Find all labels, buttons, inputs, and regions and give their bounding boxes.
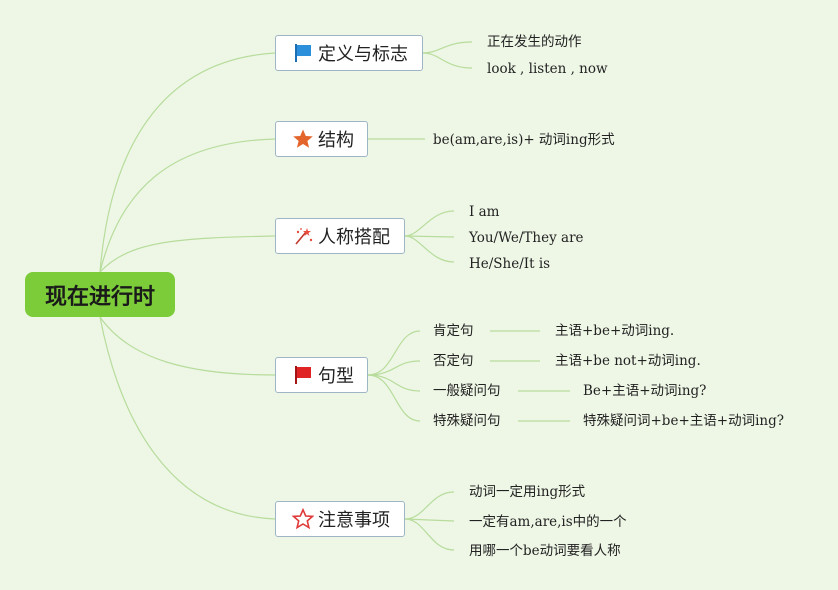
branch-notes[interactable]: 注意事项 — [275, 501, 405, 537]
red-flag-icon — [292, 364, 314, 386]
sentence-type-negative: 否定句 — [433, 353, 474, 369]
leaf-structure-1: be(am,are,is)+ 动词ing形式 — [433, 132, 615, 148]
branch-label: 定义与标志 — [318, 44, 408, 65]
leaf-definition-2: look , listen , now — [487, 61, 608, 77]
sentence-pattern-yes-no-question: Be+主语+动词ing? — [583, 383, 707, 399]
sentence-type-affirmative: 肯定句 — [433, 323, 474, 339]
branch-label: 句型 — [318, 366, 354, 387]
orange-star-icon — [292, 128, 314, 150]
branch-structure[interactable]: 结构 — [275, 121, 368, 157]
star-outline-icon — [292, 508, 314, 530]
sparkles-icon — [292, 225, 314, 247]
leaf-person-2: You/We/They are — [469, 230, 584, 246]
branch-label: 人称搭配 — [318, 227, 390, 248]
blue-flag-icon — [292, 42, 314, 64]
sentence-pattern-wh-question: 特殊疑问词+be+主语+动词ing? — [583, 413, 784, 429]
sentence-type-yes-no-question: 一般疑问句 — [433, 383, 501, 399]
sentence-pattern-negative: 主语+be not+动词ing. — [555, 353, 701, 369]
leaf-person-3: He/She/It is — [469, 256, 551, 272]
leaf-notes-2: 一定有am,are,is中的一个 — [469, 514, 627, 530]
leaf-notes-3: 用哪一个be动词要看人称 — [469, 543, 621, 559]
branch-label: 结构 — [318, 130, 354, 151]
root-topic[interactable]: 现在进行时 — [25, 272, 175, 317]
leaf-notes-1: 动词一定用ing形式 — [469, 484, 586, 500]
leaf-person-1: I am — [469, 204, 500, 220]
branch-definition[interactable]: 定义与标志 — [275, 35, 423, 71]
root-topic-label: 现在进行时 — [44, 284, 155, 310]
sentence-pattern-affirmative: 主语+be+动词ing. — [555, 323, 675, 339]
sentence-type-wh-question: 特殊疑问句 — [433, 413, 501, 429]
leaf-definition-1: 正在发生的动作 — [487, 34, 582, 50]
branch-label: 注意事项 — [318, 510, 390, 531]
branch-sentence-types[interactable]: 句型 — [275, 357, 368, 393]
branch-person-matching[interactable]: 人称搭配 — [275, 218, 405, 254]
